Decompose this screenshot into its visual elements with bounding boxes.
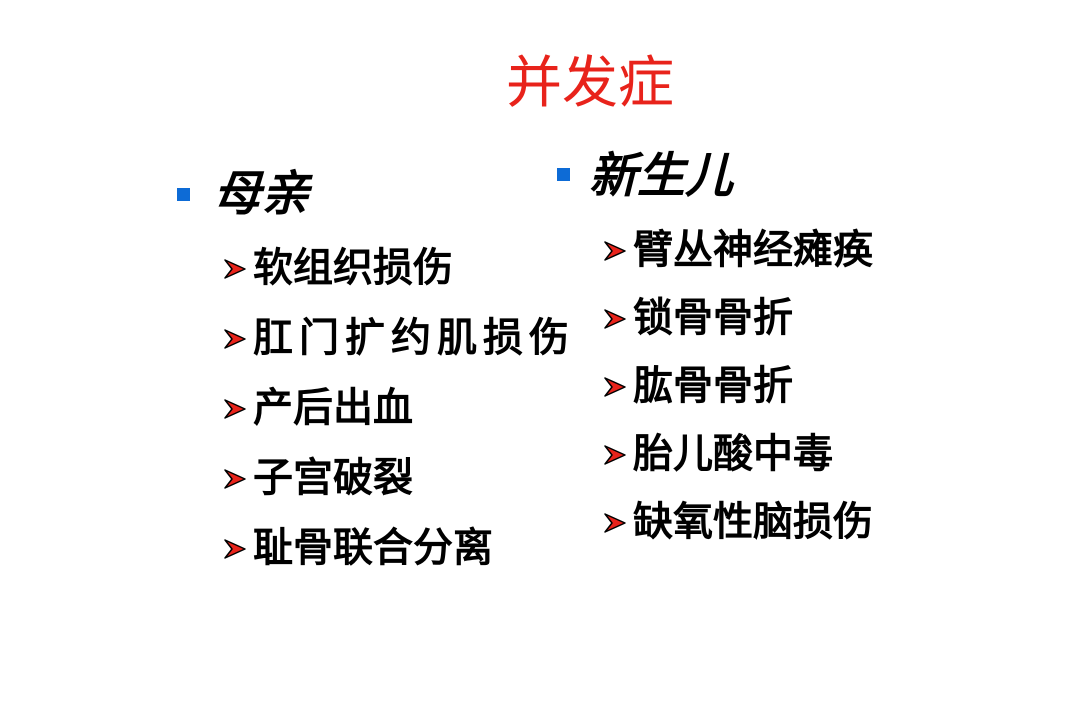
mother-complications-list: 软组织损伤 肛门扩约肌损伤 产后出血 子宫破裂 耻骨联合分离 [223,240,573,590]
list-item: 肱骨骨折 [603,358,983,414]
newborn-column: 新生儿 臂丛神经瘫痪 锁骨骨折 肱骨骨折 胎儿酸中毒 缺氧性脑损伤 [555,146,975,545]
mother-heading-row: 母亲 [175,158,575,238]
list-item: 臂丛神经瘫痪 [603,222,983,278]
list-item: 锁骨骨折 [603,290,983,346]
mother-heading: 母亲 [213,166,310,222]
arrow-bullet-icon [604,309,626,329]
list-item-label: 锁骨骨折 [633,295,793,341]
square-bullet-icon [177,188,190,201]
slide-title: 并发症 [506,51,674,116]
arrow-bullet-icon [224,259,246,279]
list-item: 软组织损伤 [223,240,573,296]
list-item-label: 肱骨骨折 [633,363,793,409]
list-item: 胎儿酸中毒 [603,426,983,482]
arrow-bullet-icon [604,513,626,533]
list-item-label: 臂丛神经瘫痪 [633,227,873,273]
list-item: 肛门扩约肌损伤 [223,310,573,366]
square-bullet-icon [557,168,570,181]
list-item-label: 肛门扩约肌损伤 [253,315,575,361]
arrow-bullet-icon [224,399,246,419]
newborn-heading-row: 新生儿 [555,146,975,226]
list-item: 产后出血 [223,380,573,436]
arrow-bullet-icon [604,445,626,465]
newborn-heading: 新生儿 [589,148,734,204]
list-item-label: 缺氧性脑损伤 [633,499,873,545]
list-item-label: 产后出血 [253,385,413,431]
mother-column: 母亲 软组织损伤 肛门扩约肌损伤 产后出血 子宫破裂 耻骨联合分离 [175,158,575,571]
list-item-label: 胎儿酸中毒 [633,431,833,477]
arrow-bullet-icon [604,377,626,397]
arrow-bullet-icon [604,241,626,261]
arrow-bullet-icon [224,469,246,489]
list-item: 缺氧性脑损伤 [603,494,983,550]
list-item: 耻骨联合分离 [223,520,573,576]
list-item-label: 耻骨联合分离 [253,525,493,571]
newborn-complications-list: 臂丛神经瘫痪 锁骨骨折 肱骨骨折 胎儿酸中毒 缺氧性脑损伤 [603,222,983,562]
arrow-bullet-icon [224,329,246,349]
list-item-label: 子宫破裂 [253,455,413,501]
list-item-label: 软组织损伤 [253,245,453,291]
arrow-bullet-icon [224,539,246,559]
list-item: 子宫破裂 [223,450,573,506]
